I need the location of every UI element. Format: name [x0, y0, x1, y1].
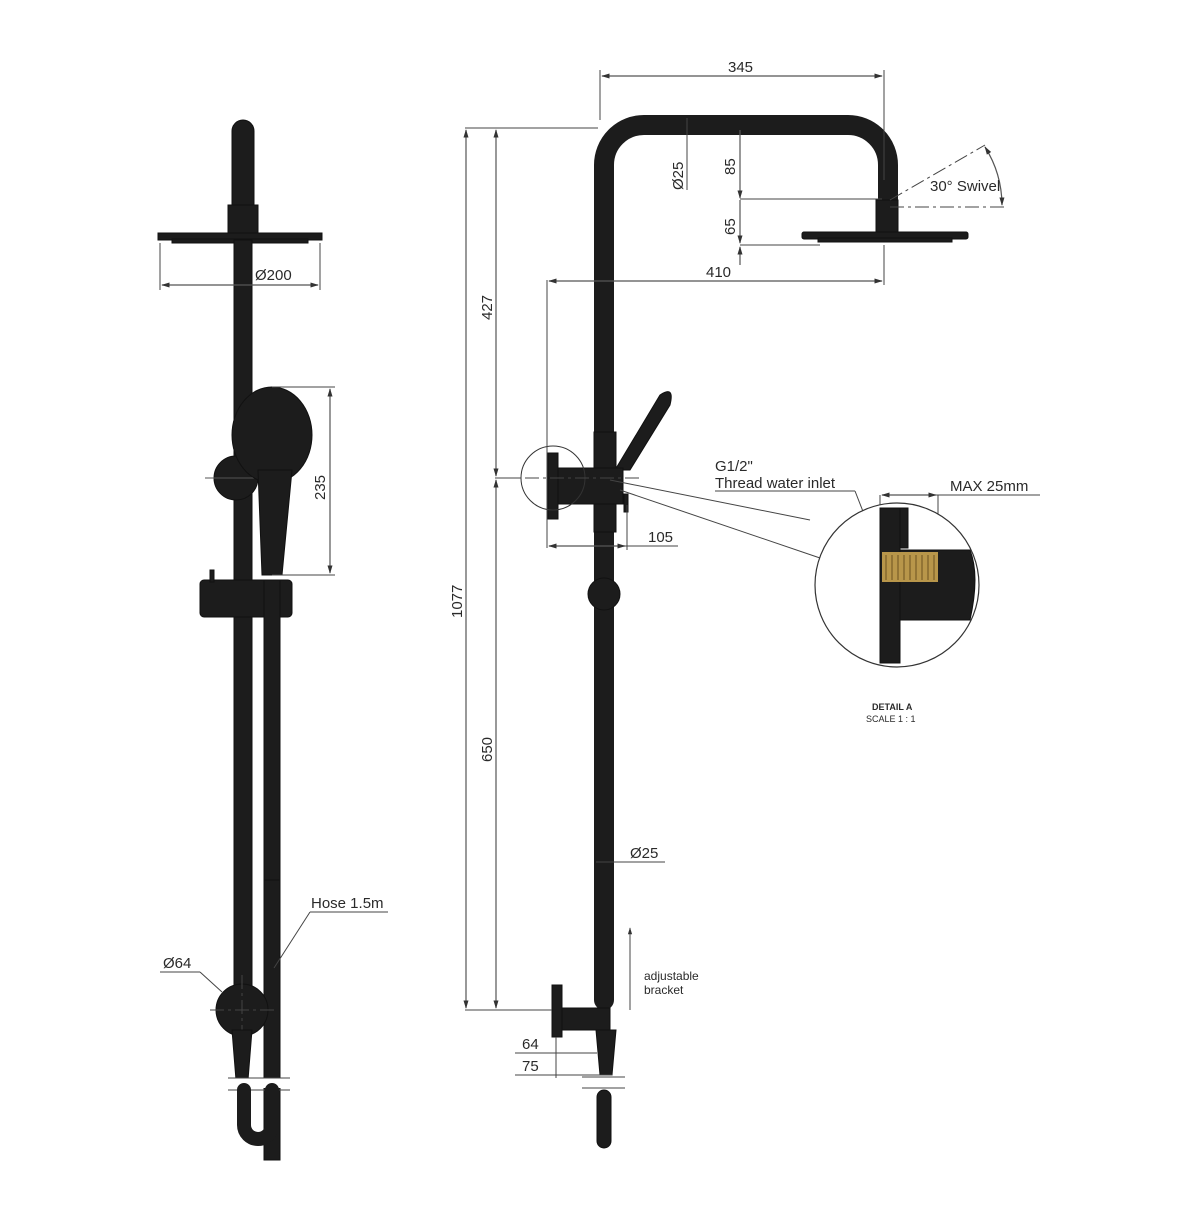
hand-shower-handle — [257, 469, 293, 576]
gooseneck-arm — [594, 115, 898, 1010]
side-view: 345 Ø25 85 65 30° Swivel 410 105 — [449, 59, 1005, 1149]
dim-lower-height: 650 — [479, 737, 496, 762]
dim-head-drop-upper: 85 — [722, 158, 739, 175]
dim-bracket-offset-1: 64 — [522, 1036, 539, 1053]
bracket-label-line1: adjustable — [644, 969, 699, 983]
detail-a: G1/2" Thread water inlet MAX 25mm DETAIL… — [609, 458, 1040, 724]
lower-bracket-arm — [557, 1007, 611, 1031]
dim-head-diameter: Ø200 — [255, 267, 292, 284]
dim-upper-height: 427 — [479, 295, 496, 320]
lower-bracket-flange — [551, 984, 563, 1038]
max-depth-label: MAX 25mm — [950, 478, 1028, 495]
dim-inlet-projection: 105 — [648, 529, 673, 546]
detail-scale: SCALE 1 : 1 — [866, 714, 916, 724]
hose — [263, 579, 281, 881]
dim-head-drop-lower: 65 — [722, 218, 739, 235]
inlet-callout-line1: G1/2" — [715, 458, 753, 475]
inlet-flange — [547, 452, 559, 520]
dim-pipe-diameter-top: Ø25 — [670, 162, 687, 190]
head-connector — [227, 204, 259, 234]
dim-bracket-offset-2: 75 — [522, 1058, 539, 1075]
hand-shower-head — [231, 386, 313, 484]
dim-overall-projection: 410 — [706, 264, 731, 281]
dim-pipe-diameter-lower: Ø25 — [630, 845, 658, 862]
dim-overall-height: 1077 — [449, 585, 466, 618]
bracket-label-line2: bracket — [644, 983, 684, 997]
dim-bracket-diameter: Ø64 — [163, 955, 191, 972]
inlet-arm — [554, 467, 624, 505]
swivel-label: 30° Swivel — [930, 178, 1000, 195]
hose-connector — [231, 1029, 253, 1081]
detail-flange — [879, 507, 901, 664]
inlet-tab — [623, 493, 629, 513]
side-head-face — [817, 237, 953, 243]
dim-arm-reach: 345 — [728, 59, 753, 76]
hose-stub — [596, 1089, 612, 1149]
hose-label: Hose 1.5m — [311, 895, 384, 912]
slider-knob — [209, 569, 215, 583]
inlet-callout-line2: Thread water inlet — [715, 475, 836, 492]
hose-loop — [237, 1083, 279, 1146]
dim-hand-shower: 235 — [312, 475, 329, 500]
lower-connector — [595, 1029, 617, 1076]
slider-knob-side — [587, 577, 621, 611]
front-view: Ø200 235 Ø64 Hose 1.5m — [157, 119, 388, 1161]
side-hand-shower — [614, 391, 672, 471]
swivel-joint — [875, 199, 899, 233]
detail-title: DETAIL A — [872, 702, 913, 712]
